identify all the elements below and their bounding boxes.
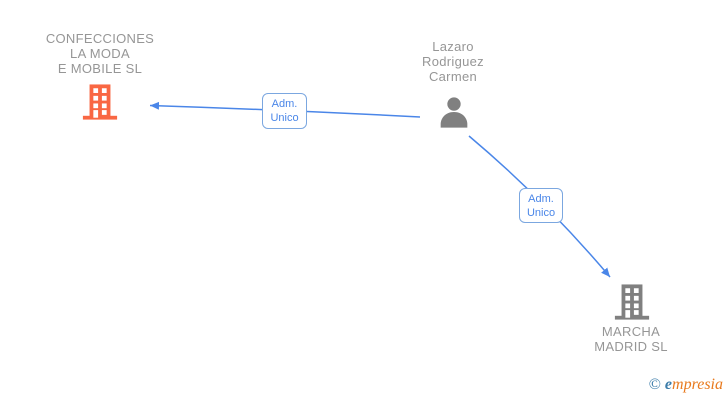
company1-label[interactable]: CONFECCIONES LA MODA E MOBILE SL [45, 31, 155, 76]
edge-label-adm-unico-1[interactable]: Adm. Unico [262, 93, 307, 129]
person-label[interactable]: Lazaro Rodriguez Carmen [422, 39, 484, 84]
person-icon[interactable] [438, 96, 470, 129]
edge-label-adm-unico-2[interactable]: Adm. Unico [519, 188, 563, 223]
empresia-logo[interactable]: ©empresia [649, 376, 723, 394]
logo-brand-first-letter: e [664, 376, 673, 393]
logo-brand-rest: mpresia [672, 376, 723, 393]
building-icon[interactable] [613, 284, 651, 321]
copyright-icon: © [648, 376, 661, 393]
building-icon[interactable] [81, 84, 119, 121]
company2-label[interactable]: MARCHA MADRID SL [594, 324, 668, 354]
